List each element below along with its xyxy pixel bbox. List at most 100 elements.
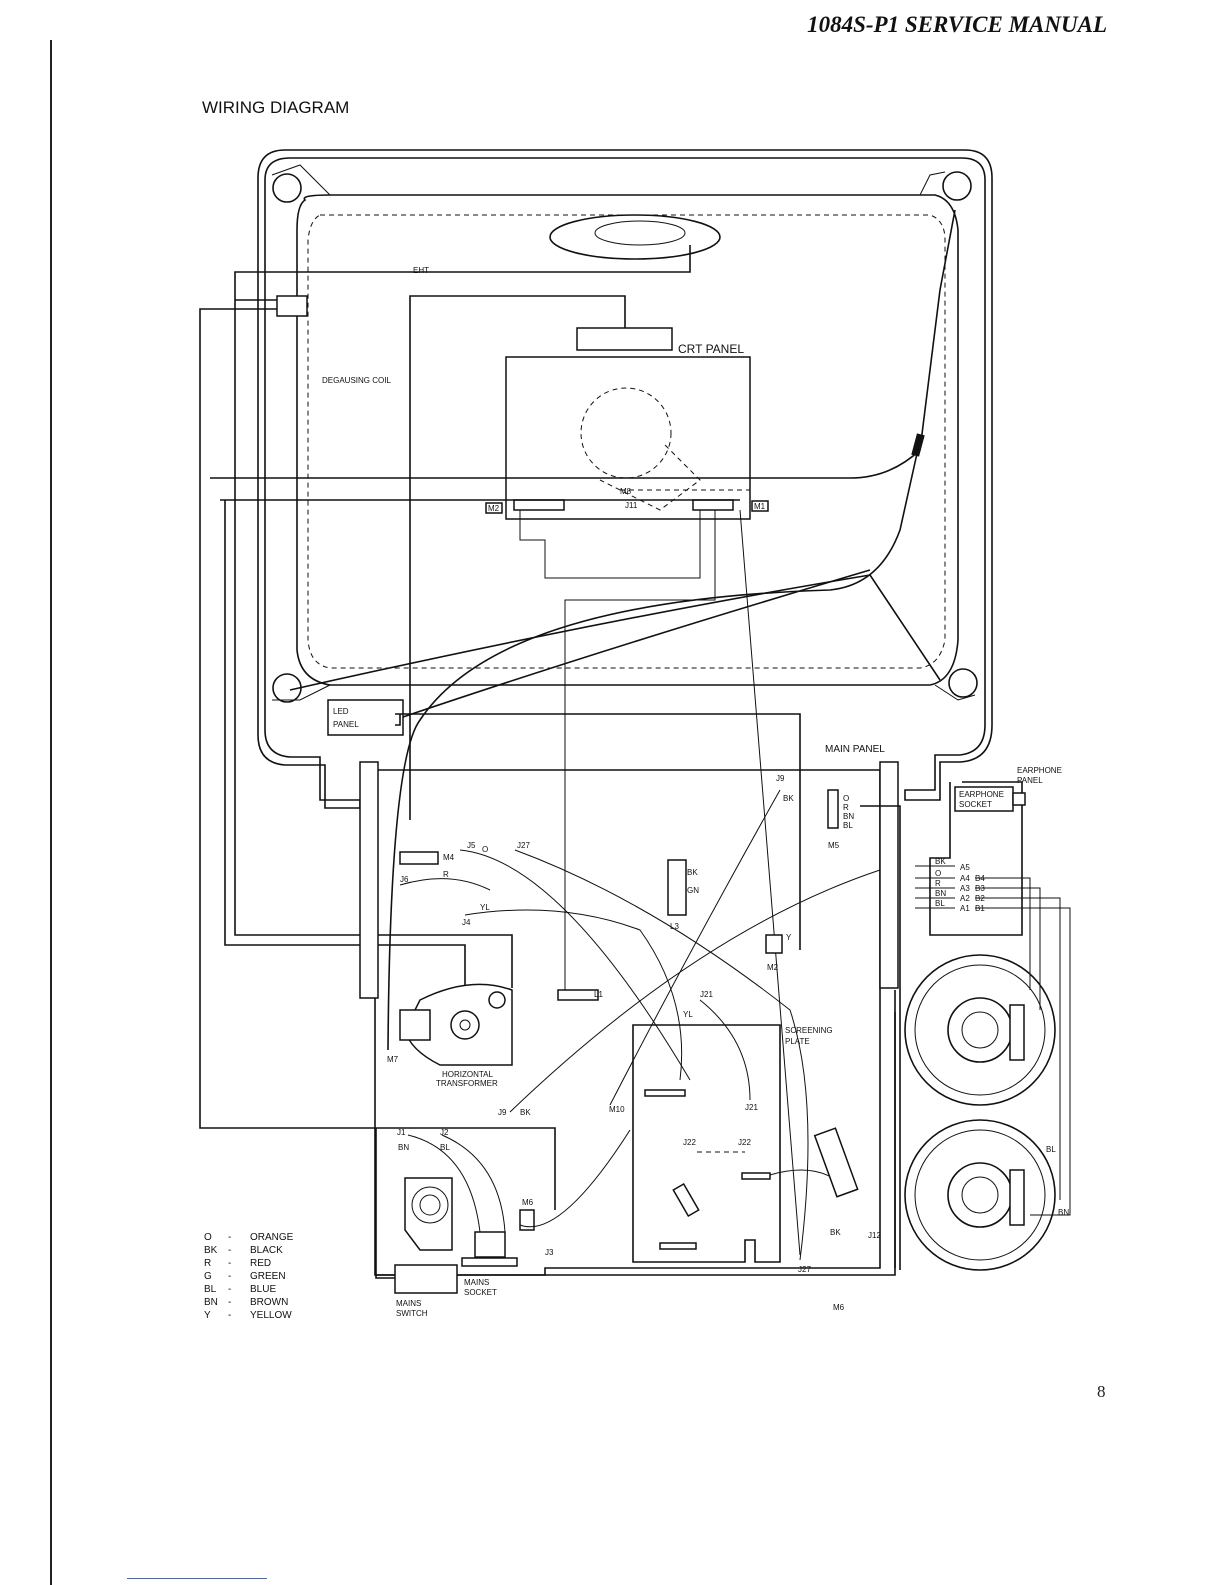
legend-dash: - <box>228 1271 231 1282</box>
earphone-panel-label-2: PANEL <box>1017 776 1043 785</box>
connector-m6-mains: M6 <box>522 1198 534 1207</box>
connector-j4: J4 <box>462 918 471 927</box>
legend-dash: - <box>228 1258 231 1269</box>
wire-code-r: R <box>843 803 849 812</box>
ear-wire-r: R <box>935 879 941 888</box>
connector-j12: J12 <box>868 1231 881 1240</box>
connector-j27-bottom: J27 <box>798 1265 811 1274</box>
speaker-top <box>904 954 1056 1106</box>
connector-j22: J22 <box>683 1138 696 1147</box>
pin-a3: A3 <box>960 884 970 893</box>
legend-code: O <box>204 1232 212 1243</box>
pin-b4: B4 <box>975 874 985 883</box>
legend-color: YELLOW <box>250 1310 292 1321</box>
cabinet-outline <box>257 149 993 809</box>
pin-b2: B2 <box>975 894 985 903</box>
legend-dash: - <box>228 1232 231 1243</box>
led-wire <box>395 713 801 950</box>
legend-dash: - <box>228 1310 231 1321</box>
connector-m10: M10 <box>609 1105 625 1114</box>
pin-a4: A4 <box>960 874 970 883</box>
connector-j3: J3 <box>545 1248 554 1257</box>
connector-m1-box <box>751 500 769 512</box>
page-binding-edge <box>50 40 52 1585</box>
wire-code-bk-j12: BK <box>830 1228 841 1237</box>
connector-m8: M8 <box>620 487 632 496</box>
wire-code-bn-j1: BN <box>398 1143 409 1152</box>
connector-j9-bottom: J9 <box>498 1108 507 1117</box>
connector-m5: M5 <box>828 841 840 850</box>
earphone-panel-label-1: EARPHONE <box>1017 766 1062 775</box>
wire-code-bl: BL <box>843 821 853 830</box>
legend-color: GREEN <box>250 1271 286 1282</box>
connector-m2-top: M2 <box>488 504 500 513</box>
connector-m4: M4 <box>443 853 455 862</box>
wire-code-bk-j9: BK <box>783 794 794 803</box>
wire-code-gn: GN <box>687 886 699 895</box>
horizontal-transformer-label-2: TRANSFORMER <box>436 1079 498 1088</box>
earphone-socket-label-1: EARPHONE <box>959 790 1004 799</box>
screening-plate-label-1: SCREENING <box>785 1026 833 1035</box>
legend-code: BN <box>204 1297 218 1308</box>
connector-j5: J5 <box>467 841 476 850</box>
manual-title: 1084S-P1 SERVICE MANUAL <box>807 12 1107 37</box>
legend-color: ORANGE <box>250 1232 294 1243</box>
main-panel-label: MAIN PANEL <box>825 744 885 755</box>
scan-artifact-line <box>127 1578 267 1579</box>
legend-dash: - <box>228 1284 231 1295</box>
connector-m1: M1 <box>754 502 766 511</box>
degaussing-wires <box>199 209 956 1210</box>
connector-j9: J9 <box>776 774 785 783</box>
earphone-panel <box>915 781 1071 1216</box>
connector-j1: J1 <box>397 1128 406 1137</box>
legend-code: BK <box>204 1245 218 1256</box>
connector-j2: J2 <box>440 1128 449 1137</box>
pin-a5: A5 <box>960 863 970 872</box>
legend-code: G <box>204 1271 212 1282</box>
speaker-wire-bn: BN <box>1058 1208 1069 1217</box>
ear-wire-bl: BL <box>935 899 945 908</box>
crt-panel <box>409 295 801 1256</box>
earphone-socket-label-2: SOCKET <box>959 800 992 809</box>
legend-code: Y <box>204 1310 211 1321</box>
degaussing-coil-label: DEGAUSING COIL <box>322 376 391 385</box>
legend-dash: - <box>228 1297 231 1308</box>
wire-code-o: O <box>843 794 849 803</box>
horizontal-transformer <box>399 983 513 1066</box>
ear-wire-o: O <box>935 869 941 878</box>
connector-l1: L1 <box>594 990 603 999</box>
wire-code-bl-j2: BL <box>440 1143 450 1152</box>
connector-m6: M6 <box>833 1303 845 1312</box>
led-panel <box>327 699 404 736</box>
mains-switch-label-2: SWITCH <box>396 1309 428 1318</box>
eht-anode-cap <box>234 214 721 988</box>
eht-label: EHT <box>413 266 429 275</box>
pin-b1: B1 <box>975 904 985 913</box>
main-panel <box>359 761 901 1276</box>
legend-code: R <box>204 1258 211 1269</box>
connector-j27: J27 <box>517 841 530 850</box>
pin-b3: B3 <box>975 884 985 893</box>
wire-code-yl: YL <box>683 1010 693 1019</box>
wire-code-bk-j9b: BK <box>520 1108 531 1117</box>
legend-code: BL <box>204 1284 217 1295</box>
screening-plate-label-2: PLATE <box>785 1037 810 1046</box>
led-panel-label-2: PANEL <box>333 720 359 729</box>
page-number: 8 <box>1097 1382 1106 1401</box>
connector-m2-box <box>485 502 503 514</box>
screening-plate <box>632 1024 859 1263</box>
legend-color: BLACK <box>250 1245 283 1256</box>
mains-socket-label-1: MAINS <box>464 1278 489 1287</box>
connector-m2: M2 <box>767 963 779 972</box>
wire-code-r-j6: R <box>443 870 449 879</box>
mains-socket-label-2: SOCKET <box>464 1288 497 1297</box>
mains-switch-label-1: MAINS <box>396 1299 421 1308</box>
connector-j22-right: J22 <box>738 1138 751 1147</box>
connector-j21-bottom: J21 <box>745 1103 758 1112</box>
legend-dash: - <box>228 1245 231 1256</box>
wire-code-bn: BN <box>843 812 854 821</box>
legend-color: BROWN <box>250 1297 288 1308</box>
color-legend: O - ORANGE BK - BLACK R - RED G - GREEN … <box>204 1232 294 1321</box>
connector-m7: M7 <box>387 1055 399 1064</box>
